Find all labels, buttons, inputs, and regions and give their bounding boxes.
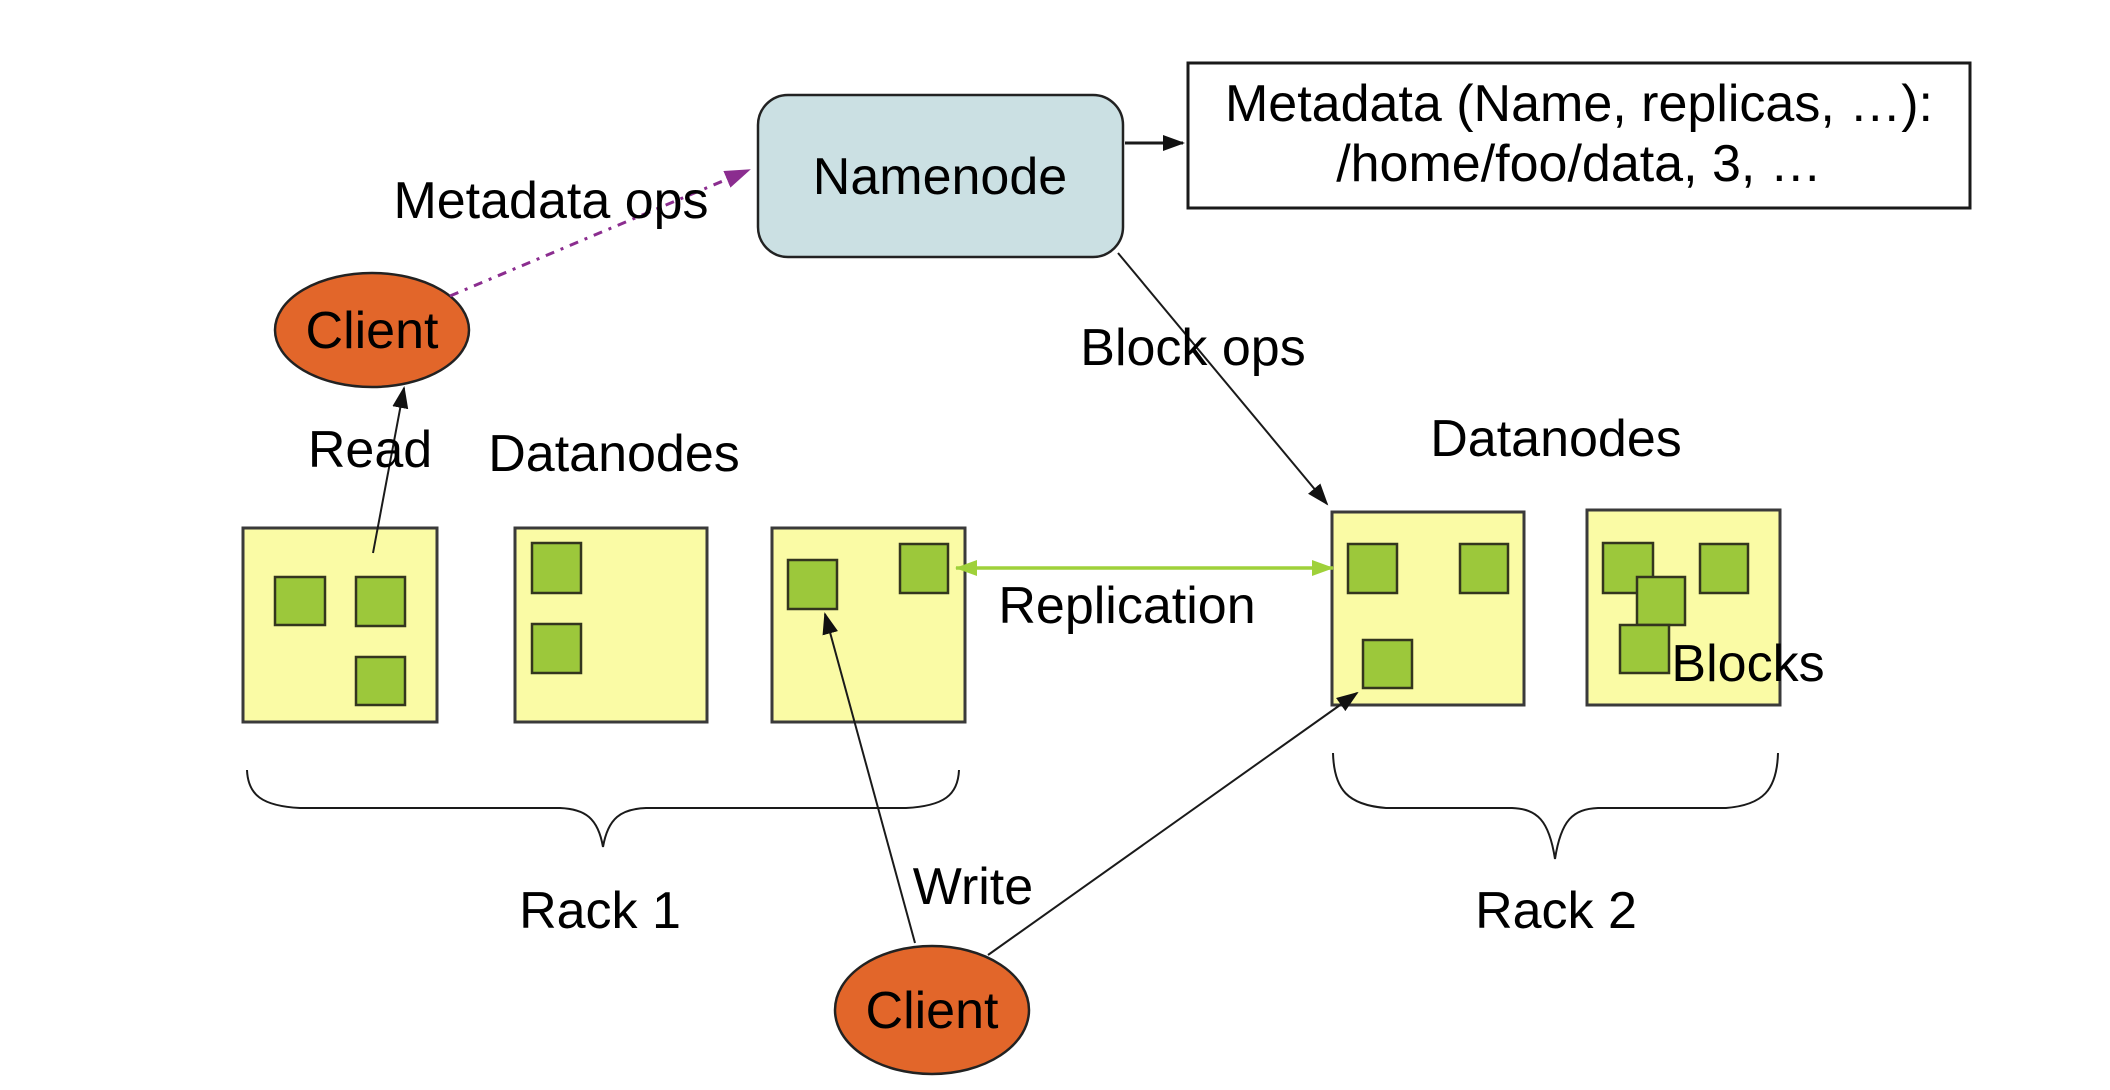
data-block	[354, 575, 407, 628]
client-top-label: Client	[306, 302, 439, 360]
namenode-label: Namenode	[813, 148, 1067, 206]
write-arrow-rack1	[822, 612, 916, 944]
datanodes-left-label: Datanodes	[488, 425, 740, 483]
data-block	[273, 575, 327, 627]
metadata-ops-arrow	[449, 168, 751, 298]
namenode-box	[756, 93, 1125, 259]
data-block	[530, 622, 583, 675]
block-ops-arrow	[1117, 252, 1329, 506]
metadata-line2: /home/foo/data, 3, …	[1336, 135, 1822, 193]
read-arrow	[372, 386, 409, 554]
blocks-label: Blocks	[1671, 635, 1824, 693]
data-block	[1458, 542, 1510, 595]
rack1-label: Rack 1	[519, 882, 681, 940]
datanodes-right-label: Datanodes	[1430, 410, 1682, 468]
data-block	[1698, 542, 1750, 595]
data-block	[1346, 542, 1399, 595]
datanode-box-rack2-1	[1330, 510, 1526, 707]
client-bottom-ellipse	[833, 944, 1031, 1076]
metadata-box	[1186, 61, 1972, 210]
client-bottom-label: Client	[866, 982, 999, 1040]
write-label: Write	[913, 858, 1033, 916]
metadata-line1: Metadata (Name, replicas, …):	[1225, 75, 1933, 133]
rack2-brace	[1332, 752, 1779, 860]
rack2-label: Rack 2	[1475, 882, 1637, 940]
replication-label: Replication	[998, 577, 1255, 635]
data-block	[354, 655, 407, 707]
client-top-ellipse	[273, 271, 471, 389]
metadata-ops-label: Metadata ops	[393, 172, 708, 230]
data-block	[1635, 575, 1687, 627]
read-label: Read	[308, 421, 432, 479]
data-block	[1618, 623, 1671, 675]
data-block	[530, 541, 583, 595]
data-block	[1361, 638, 1414, 690]
block-ops-label: Block ops	[1080, 319, 1305, 377]
data-block	[898, 542, 950, 595]
write-arrow-rack2	[987, 691, 1359, 956]
rack1-brace	[246, 769, 960, 848]
datanode-box-rack1-1	[241, 526, 439, 724]
data-block	[786, 558, 839, 611]
